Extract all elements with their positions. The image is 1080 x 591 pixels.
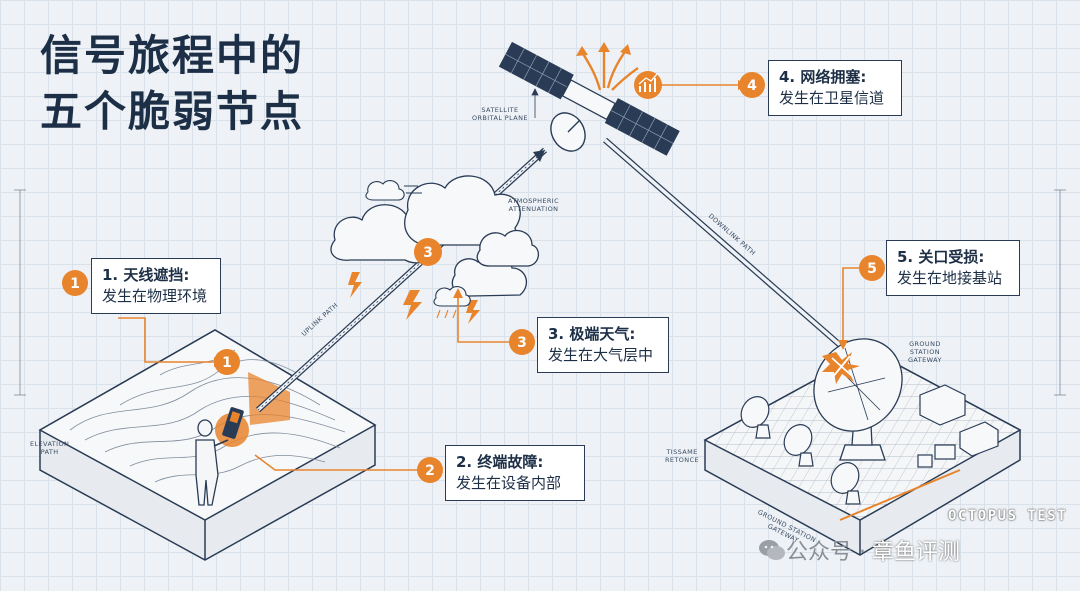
callout-connectors xyxy=(118,84,860,471)
callout-subtext: 发生在地接基站 xyxy=(897,269,1003,287)
svg-text:2: 2 xyxy=(425,463,435,479)
wechat-icon xyxy=(759,540,785,560)
callout-heading: 4. 网络拥塞: xyxy=(779,68,867,86)
badge-3-callout: 3 xyxy=(509,329,535,355)
svg-text:5: 5 xyxy=(867,261,877,277)
svg-text:1: 1 xyxy=(222,355,232,371)
svg-text:1: 1 xyxy=(70,276,80,292)
callout-subtext: 发生在设备内部 xyxy=(456,474,562,492)
badge-1-callout: 1 xyxy=(62,270,88,296)
storm-clouds xyxy=(330,175,539,297)
satellite xyxy=(498,41,680,156)
watermark-channel: 公众号 · 章鱼评测 xyxy=(758,534,960,566)
callout-network-congestion: 4. 网络拥塞: 发生在卫星信道 xyxy=(768,60,902,116)
lightning-icons xyxy=(348,272,480,324)
label-atmospheric-attenuation: ATMOSPHERIC ATTENUATION xyxy=(508,197,560,213)
wind-cloud-small xyxy=(365,180,422,201)
title-line-2: 五个脆弱节点 xyxy=(40,87,305,136)
badge-5-callout: 5 xyxy=(859,255,885,281)
callout-subtext: 发生在物理环境 xyxy=(102,287,208,305)
callout-gateway-damage: 5. 关口受损: 发生在地接基站 xyxy=(886,240,1020,296)
rain-cloud-small xyxy=(433,286,471,319)
badge-1-scene: 1 xyxy=(214,349,240,375)
watermark-brand: 章鱼评测 xyxy=(872,540,961,565)
gateway-damage-icon xyxy=(822,352,860,384)
page-title: 信号旅程中的 五个脆弱节点 xyxy=(40,28,304,140)
svg-text:3: 3 xyxy=(423,245,433,261)
title-line-1: 信号旅程中的 xyxy=(40,31,305,80)
congestion-chart-icon xyxy=(634,71,662,99)
svg-text:3: 3 xyxy=(517,335,527,351)
callout-heading: 5. 关口受损: xyxy=(897,248,985,266)
downlink-beam xyxy=(603,137,842,348)
badge-2-callout: 2 xyxy=(417,457,443,483)
ruler-right xyxy=(1054,189,1066,396)
callout-subtext: 发生在卫星信道 xyxy=(779,89,885,107)
watermark-octopus-test: OCTOPUS TEST xyxy=(948,508,1068,524)
badge-4-callout: 4 xyxy=(739,72,765,98)
callout-extreme-weather: 3. 极端天气: 发生在大气层中 xyxy=(537,317,669,373)
label-tissame-retonce: TISSAME RETONCE xyxy=(665,448,700,464)
callout-heading: 2. 终端故障: xyxy=(456,453,544,471)
label-ground-station-gateway: GROUND STATION GATEWAY xyxy=(908,340,942,364)
callout-heading: 1. 天线遮挡: xyxy=(102,266,190,284)
badge-3-scene: 3 xyxy=(414,238,442,266)
ground-station xyxy=(703,338,1022,556)
label-elevation-path: ELEVATION PATH xyxy=(30,440,70,456)
watermark-channel-label: 公众号 · xyxy=(786,540,866,565)
callout-terminal-failure: 2. 终端故障: 发生在设备内部 xyxy=(445,445,585,501)
svg-text:4: 4 xyxy=(747,78,757,94)
person-with-terminal xyxy=(195,407,249,506)
label-satellite-orbital-plane: SATELLITE ORBITAL PLANE xyxy=(472,106,528,122)
callout-subtext: 发生在大气层中 xyxy=(548,346,654,364)
callout-heading: 3. 极端天气: xyxy=(548,325,636,343)
callout-antenna-blockage: 1. 天线遮挡: 发生在物理环境 xyxy=(91,258,221,314)
ruler-left xyxy=(14,189,26,396)
uplink-beam xyxy=(255,147,548,413)
